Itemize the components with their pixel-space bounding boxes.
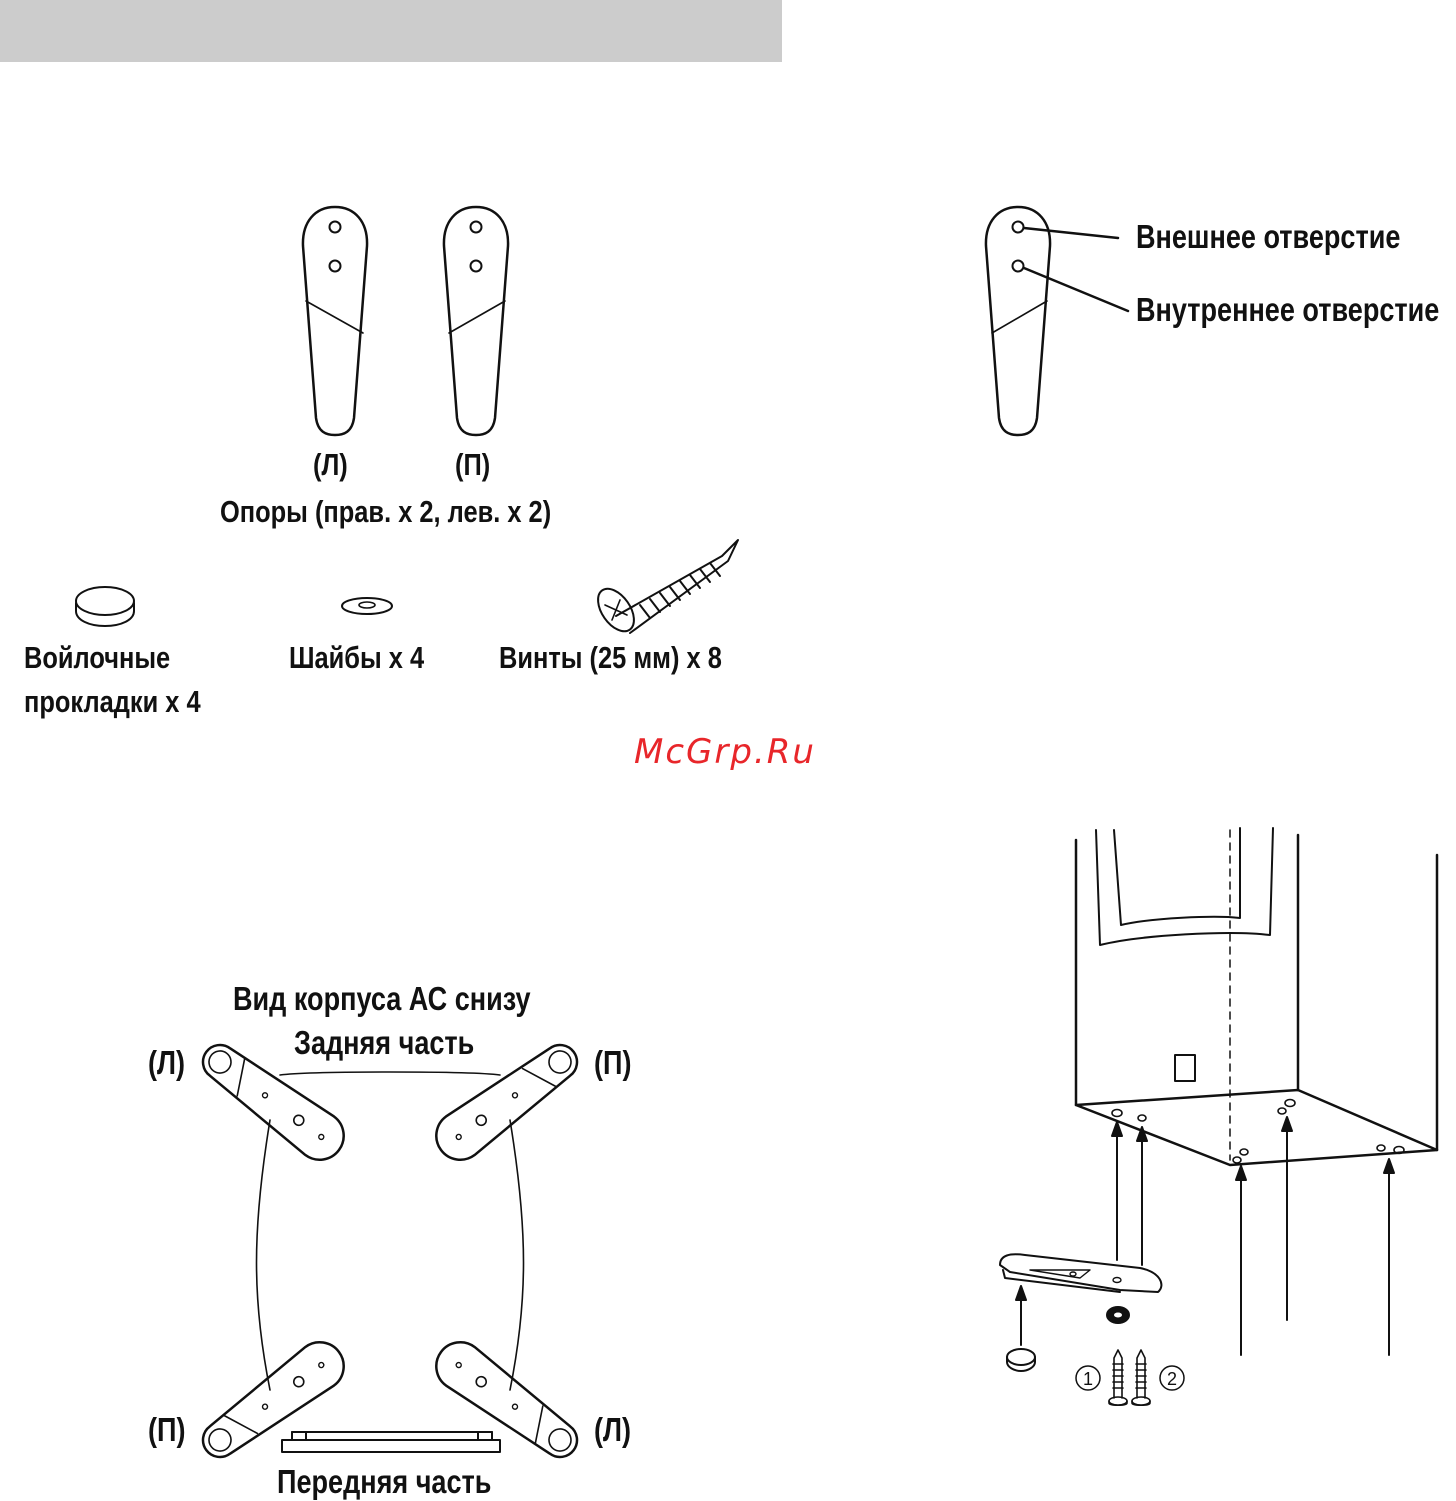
leg-left-label: (Л) xyxy=(313,447,348,483)
assembly-felt-pad xyxy=(1007,1349,1035,1371)
bottom-view-top-right-label: (П) xyxy=(594,1044,631,1082)
felt-pads-label-line1: Войлочные xyxy=(24,640,170,676)
bottom-view-leg-bottom-left xyxy=(192,1333,353,1470)
assembly-arrows xyxy=(1016,1117,1394,1355)
assembly-cabinet-drawing xyxy=(1076,828,1437,1165)
bottom-view-bottom-left-label: (П) xyxy=(148,1411,185,1449)
step-1-number: 1 xyxy=(1083,1369,1093,1389)
bottom-view-top-left-label: (Л) xyxy=(148,1044,185,1082)
assembly-washer xyxy=(1107,1307,1129,1323)
washer-drawing xyxy=(342,598,392,614)
bottom-view-bottom-right-label: (Л) xyxy=(594,1411,631,1449)
rear-side-label: Задняя часть xyxy=(294,1024,474,1062)
outer-hole-label: Внешнее отверстие xyxy=(1136,218,1400,256)
washers-label: Шайбы x 4 xyxy=(289,640,424,676)
inner-hole-label: Внутреннее отверстие xyxy=(1136,291,1439,329)
assembly-leg-drawing xyxy=(1000,1254,1161,1292)
front-base-plate xyxy=(282,1432,500,1452)
step-2-number: 2 xyxy=(1167,1369,1177,1389)
leg-right-label: (П) xyxy=(455,447,490,483)
cabinet-bottom-outline xyxy=(257,1072,524,1390)
assembly-screw-2 xyxy=(1132,1350,1150,1405)
bottom-view-leg-bottom-right xyxy=(427,1333,588,1470)
bottom-view-title: Вид корпуса АС снизу xyxy=(233,980,531,1018)
front-side-label: Передняя часть xyxy=(277,1463,491,1501)
screw-drawing xyxy=(591,540,738,638)
assembly-screw-1 xyxy=(1109,1350,1127,1405)
hole-detail-leg xyxy=(986,207,1128,435)
leg-left-drawing xyxy=(303,207,367,435)
screws-label: Винты (25 мм) x 8 xyxy=(499,640,722,676)
felt-pads-label-line2: прокладки x 4 xyxy=(24,684,201,720)
felt-pad-drawing xyxy=(76,587,134,626)
legs-caption: Опоры (прав. x 2, лев. x 2) xyxy=(220,494,551,530)
leg-right-drawing xyxy=(444,207,508,435)
watermark-text: McGrp.Ru xyxy=(634,732,816,772)
